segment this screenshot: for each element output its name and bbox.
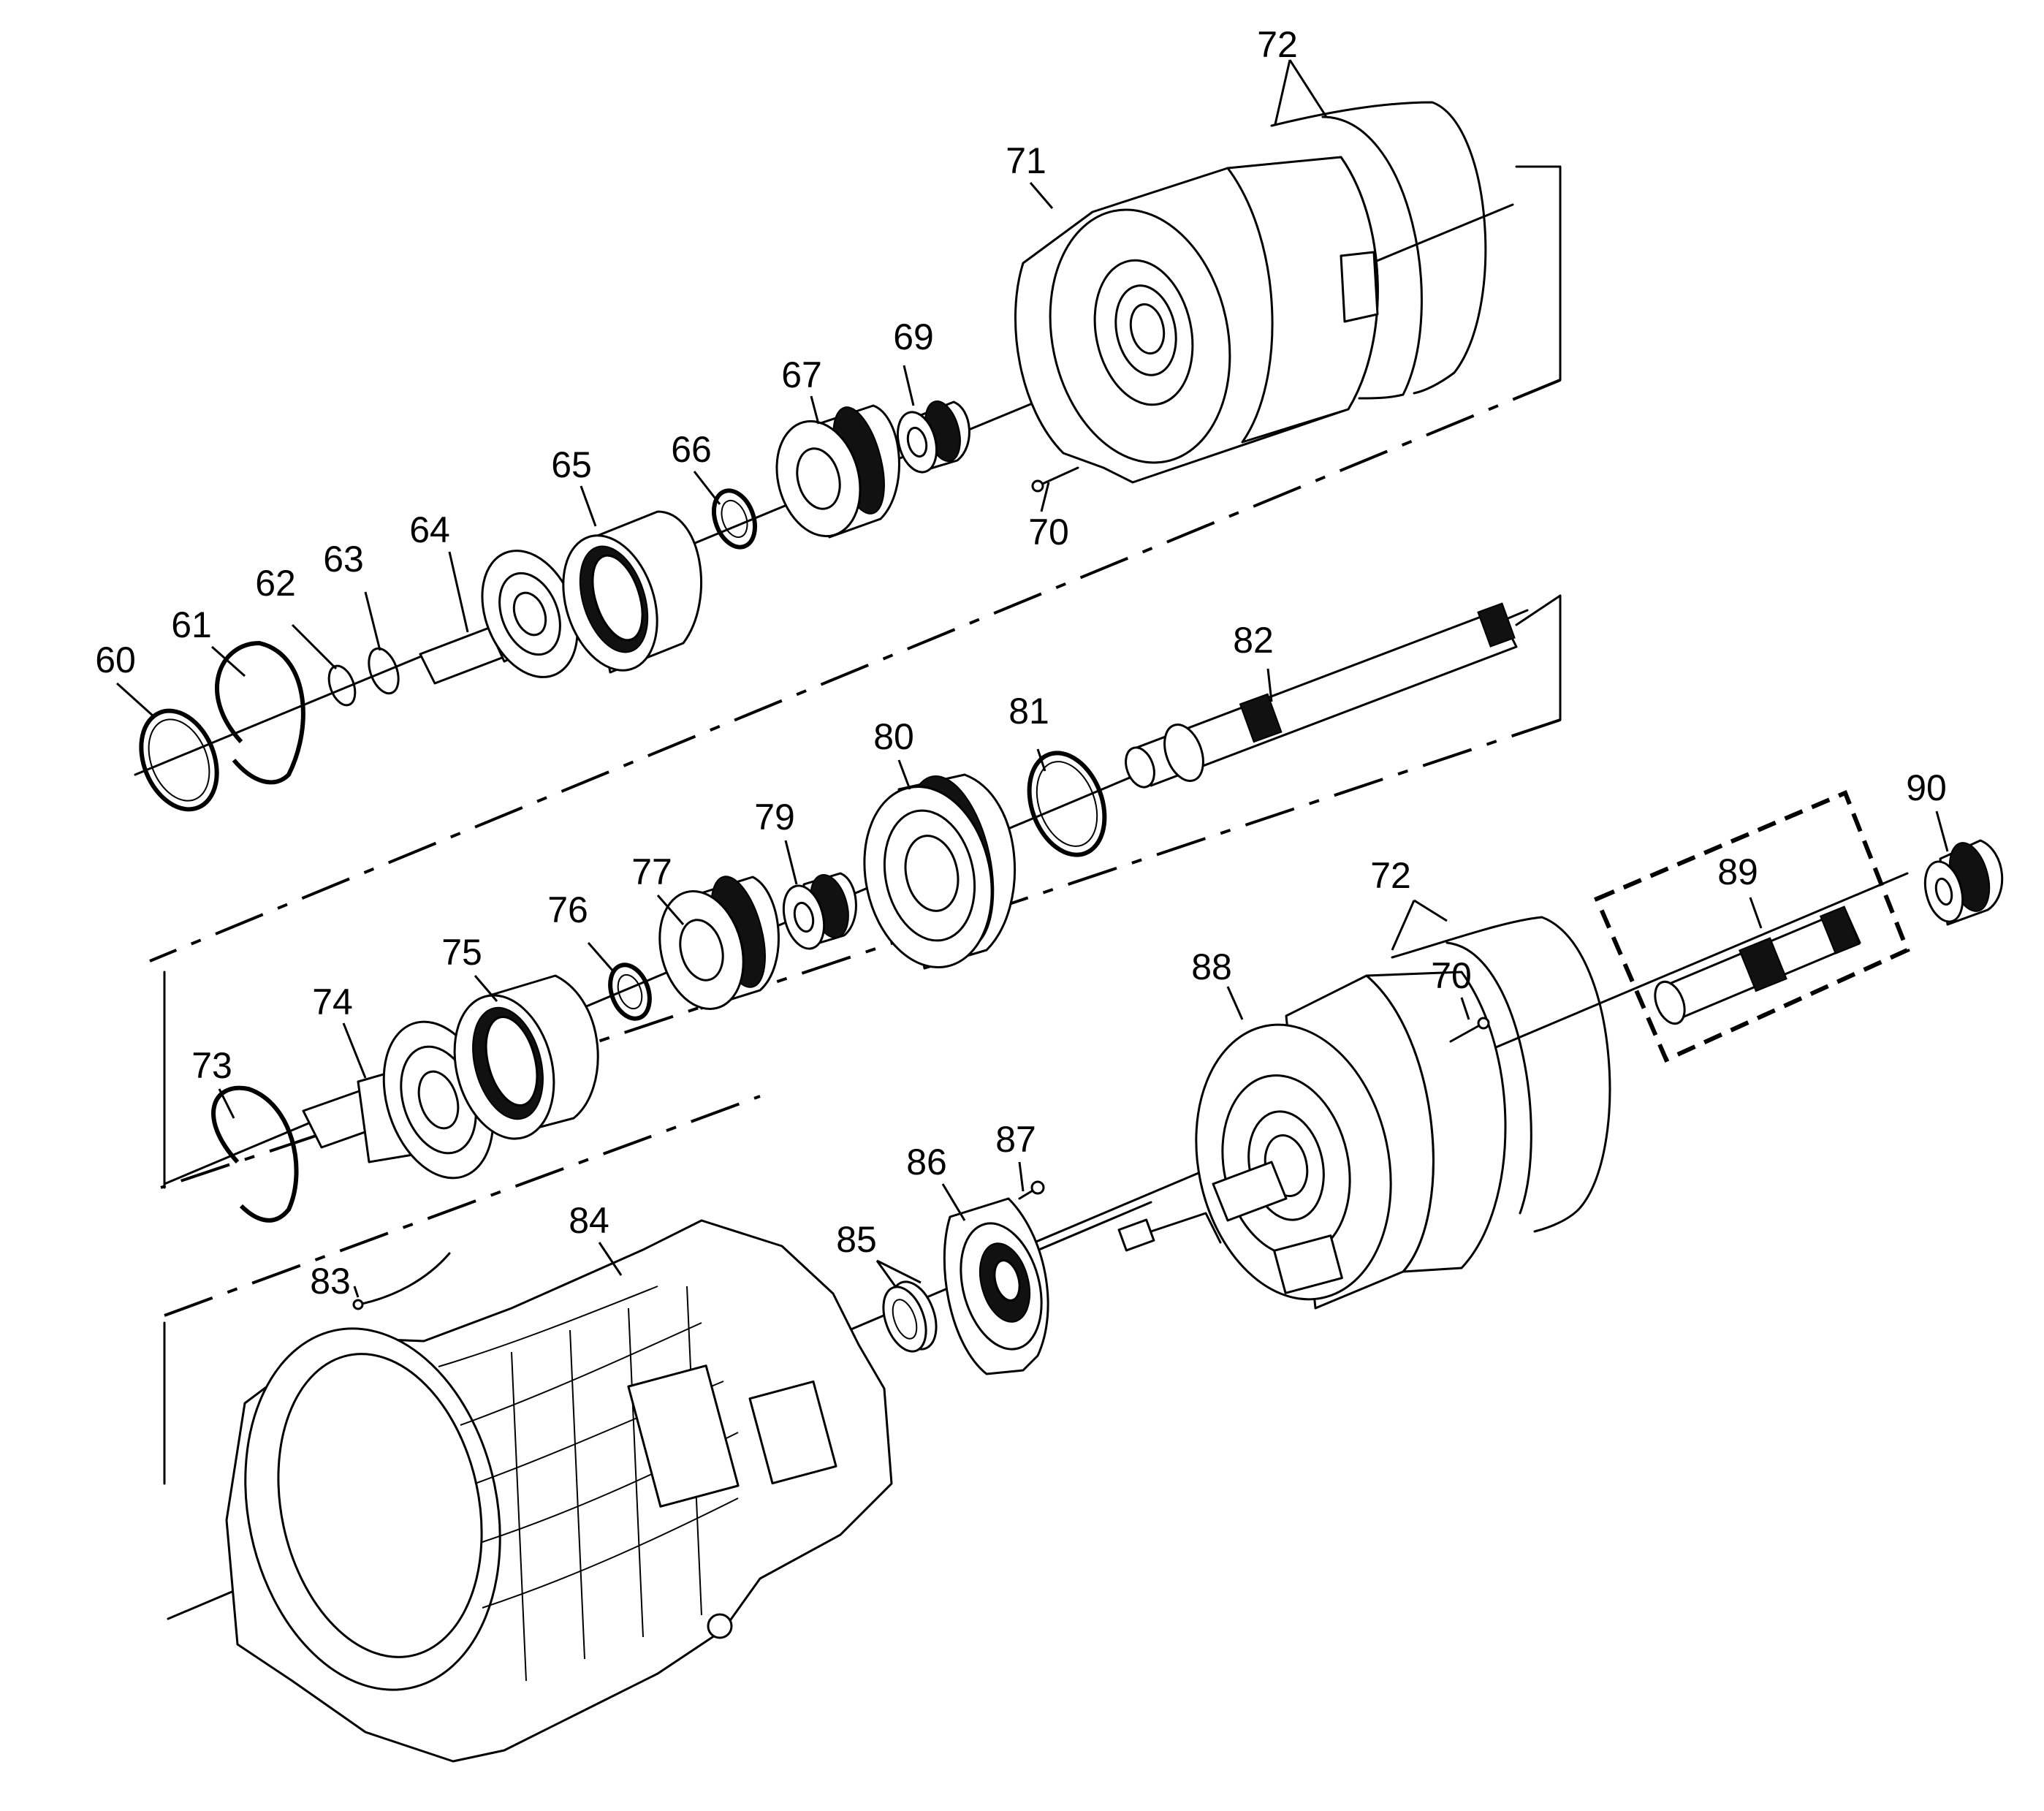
callout-80: 80	[873, 716, 914, 757]
ring-62	[327, 664, 357, 707]
callout-71: 71	[1006, 140, 1046, 181]
middle-bracket-line	[1515, 594, 1562, 721]
thrust-washer-76-inner	[617, 973, 643, 1010]
middle-assembly-row	[160, 594, 1562, 1223]
callout-90: 90	[1906, 767, 1947, 808]
seal-ring-72a	[1270, 101, 1487, 395]
transmission-case-84	[225, 1219, 893, 1763]
bolt-70-upper	[1031, 466, 1079, 493]
callout-69: 69	[893, 316, 934, 357]
housing-88	[1117, 971, 1507, 1310]
housing-71	[1014, 156, 1379, 484]
callout-81: 81	[1008, 691, 1049, 732]
upper-assembly-row	[134, 101, 1562, 963]
seal-85	[882, 1280, 938, 1353]
callout-70-lower: 70	[1431, 955, 1472, 996]
callout-64: 64	[409, 509, 450, 550]
seal-ring-72b	[1321, 115, 1423, 400]
callout-66: 66	[671, 429, 712, 470]
seal-ring-81-inner	[1036, 761, 1098, 847]
callout-76: 76	[547, 889, 588, 930]
adapter-plate-86	[943, 1197, 1049, 1375]
dipstick-tube-83-end	[352, 1299, 364, 1310]
thrust-washer-66	[711, 488, 758, 550]
callout-72-lower: 72	[1370, 855, 1411, 896]
callout-63: 63	[323, 539, 364, 580]
callout-79: 79	[754, 797, 795, 838]
planet-carrier-67	[775, 404, 900, 539]
bolt-70-lower	[1449, 1017, 1490, 1043]
callout-75: 75	[441, 932, 482, 973]
callout-84: 84	[569, 1200, 609, 1241]
planet-carrier-77	[658, 876, 780, 1010]
callout-62: 62	[255, 563, 296, 604]
ring-gear-75	[453, 974, 599, 1140]
callout-88: 88	[1191, 946, 1232, 987]
input-shaft-64	[419, 550, 579, 685]
callout-85: 85	[836, 1219, 877, 1260]
callout-86: 86	[906, 1142, 947, 1182]
dipstick-tube-83	[357, 1252, 451, 1306]
clutch-drum-80	[863, 773, 1017, 970]
seal-ring-72d	[1445, 941, 1532, 1215]
callout-leaders	[115, 59, 1949, 1298]
callout-74: 74	[312, 982, 353, 1022]
gear-90	[1923, 839, 2004, 926]
callout-87: 87	[995, 1119, 1036, 1160]
lower-separator-dashed	[164, 1095, 761, 1317]
callout-89: 89	[1717, 851, 1758, 892]
thrust-washer-66-inner	[721, 499, 748, 539]
snap-ring-61	[215, 640, 305, 785]
callout-65: 65	[551, 444, 592, 485]
thrust-washer-76	[608, 963, 652, 1021]
sun-gear-79	[782, 872, 857, 950]
callout-70-upper: 70	[1028, 512, 1069, 553]
assembly-box-89	[1594, 790, 1910, 1063]
callout-67: 67	[781, 354, 822, 395]
main-shaft-82	[1125, 602, 1518, 789]
callout-labels: 72 71 69 67 66 65 64 63 62 61 60 70 82 8…	[95, 24, 1947, 1302]
shaft-89	[1654, 906, 1861, 1025]
lower-left-assembly	[163, 1095, 1152, 1763]
upper-separator-dashed	[149, 379, 1561, 963]
callout-82: 82	[1233, 620, 1274, 661]
bolt-87	[1018, 1180, 1045, 1200]
sun-gear-69	[897, 400, 970, 474]
callout-61: 61	[171, 604, 212, 645]
callout-73: 73	[191, 1045, 232, 1086]
snap-ring-73	[211, 1085, 299, 1223]
lower-right-assembly	[1007, 790, 2004, 1310]
upper-bracket-line	[1515, 165, 1562, 381]
snap-ring-60	[139, 708, 219, 812]
seal-ring-72c	[1391, 916, 1611, 1233]
callout-83: 83	[310, 1261, 351, 1302]
seal-ring-81	[1027, 751, 1107, 857]
ring-63	[368, 647, 400, 695]
callout-60: 60	[95, 639, 136, 680]
ring-gear-65	[562, 510, 702, 674]
callout-77: 77	[631, 851, 672, 892]
callout-72-upper: 72	[1257, 24, 1298, 65]
